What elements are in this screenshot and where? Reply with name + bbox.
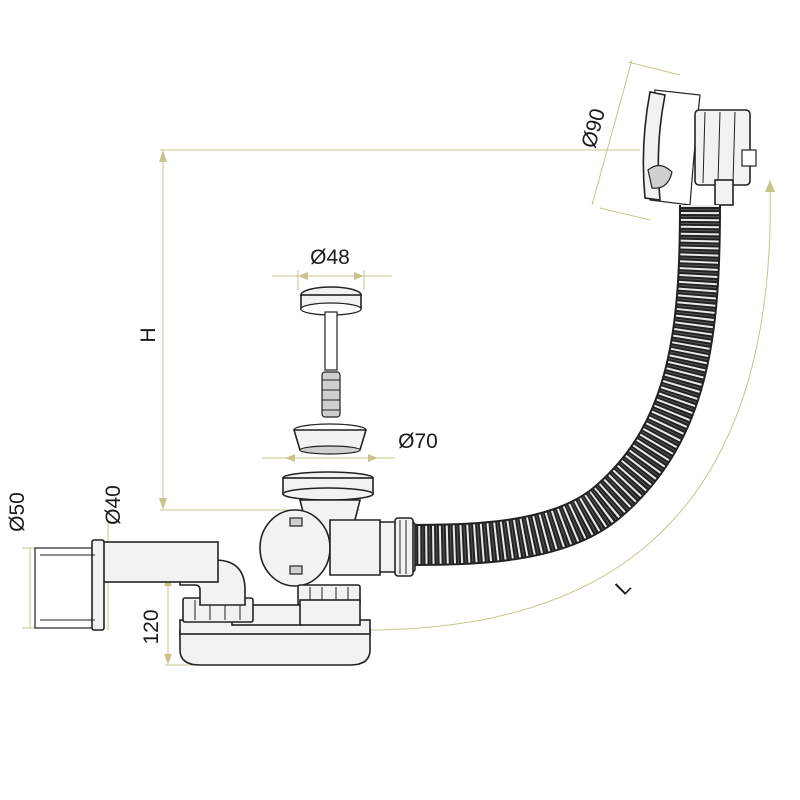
label-height: H (137, 327, 160, 342)
flexible-hose (399, 204, 721, 566)
label-d40: Ø40 (102, 485, 125, 525)
label-d50: Ø50 (6, 492, 29, 532)
trap (179, 584, 371, 666)
strainer (292, 423, 368, 455)
label-length: L (611, 575, 636, 600)
label-120: 120 (140, 609, 163, 644)
outlet-pipe (34, 539, 246, 631)
plug-assembly (300, 286, 362, 418)
hose-connector (374, 517, 416, 577)
overflow-head (642, 89, 757, 206)
label-d48: Ø48 (310, 246, 350, 269)
outlet-body (259, 471, 381, 587)
label-d90: Ø90 (577, 106, 609, 150)
label-d70: Ø70 (398, 430, 438, 453)
